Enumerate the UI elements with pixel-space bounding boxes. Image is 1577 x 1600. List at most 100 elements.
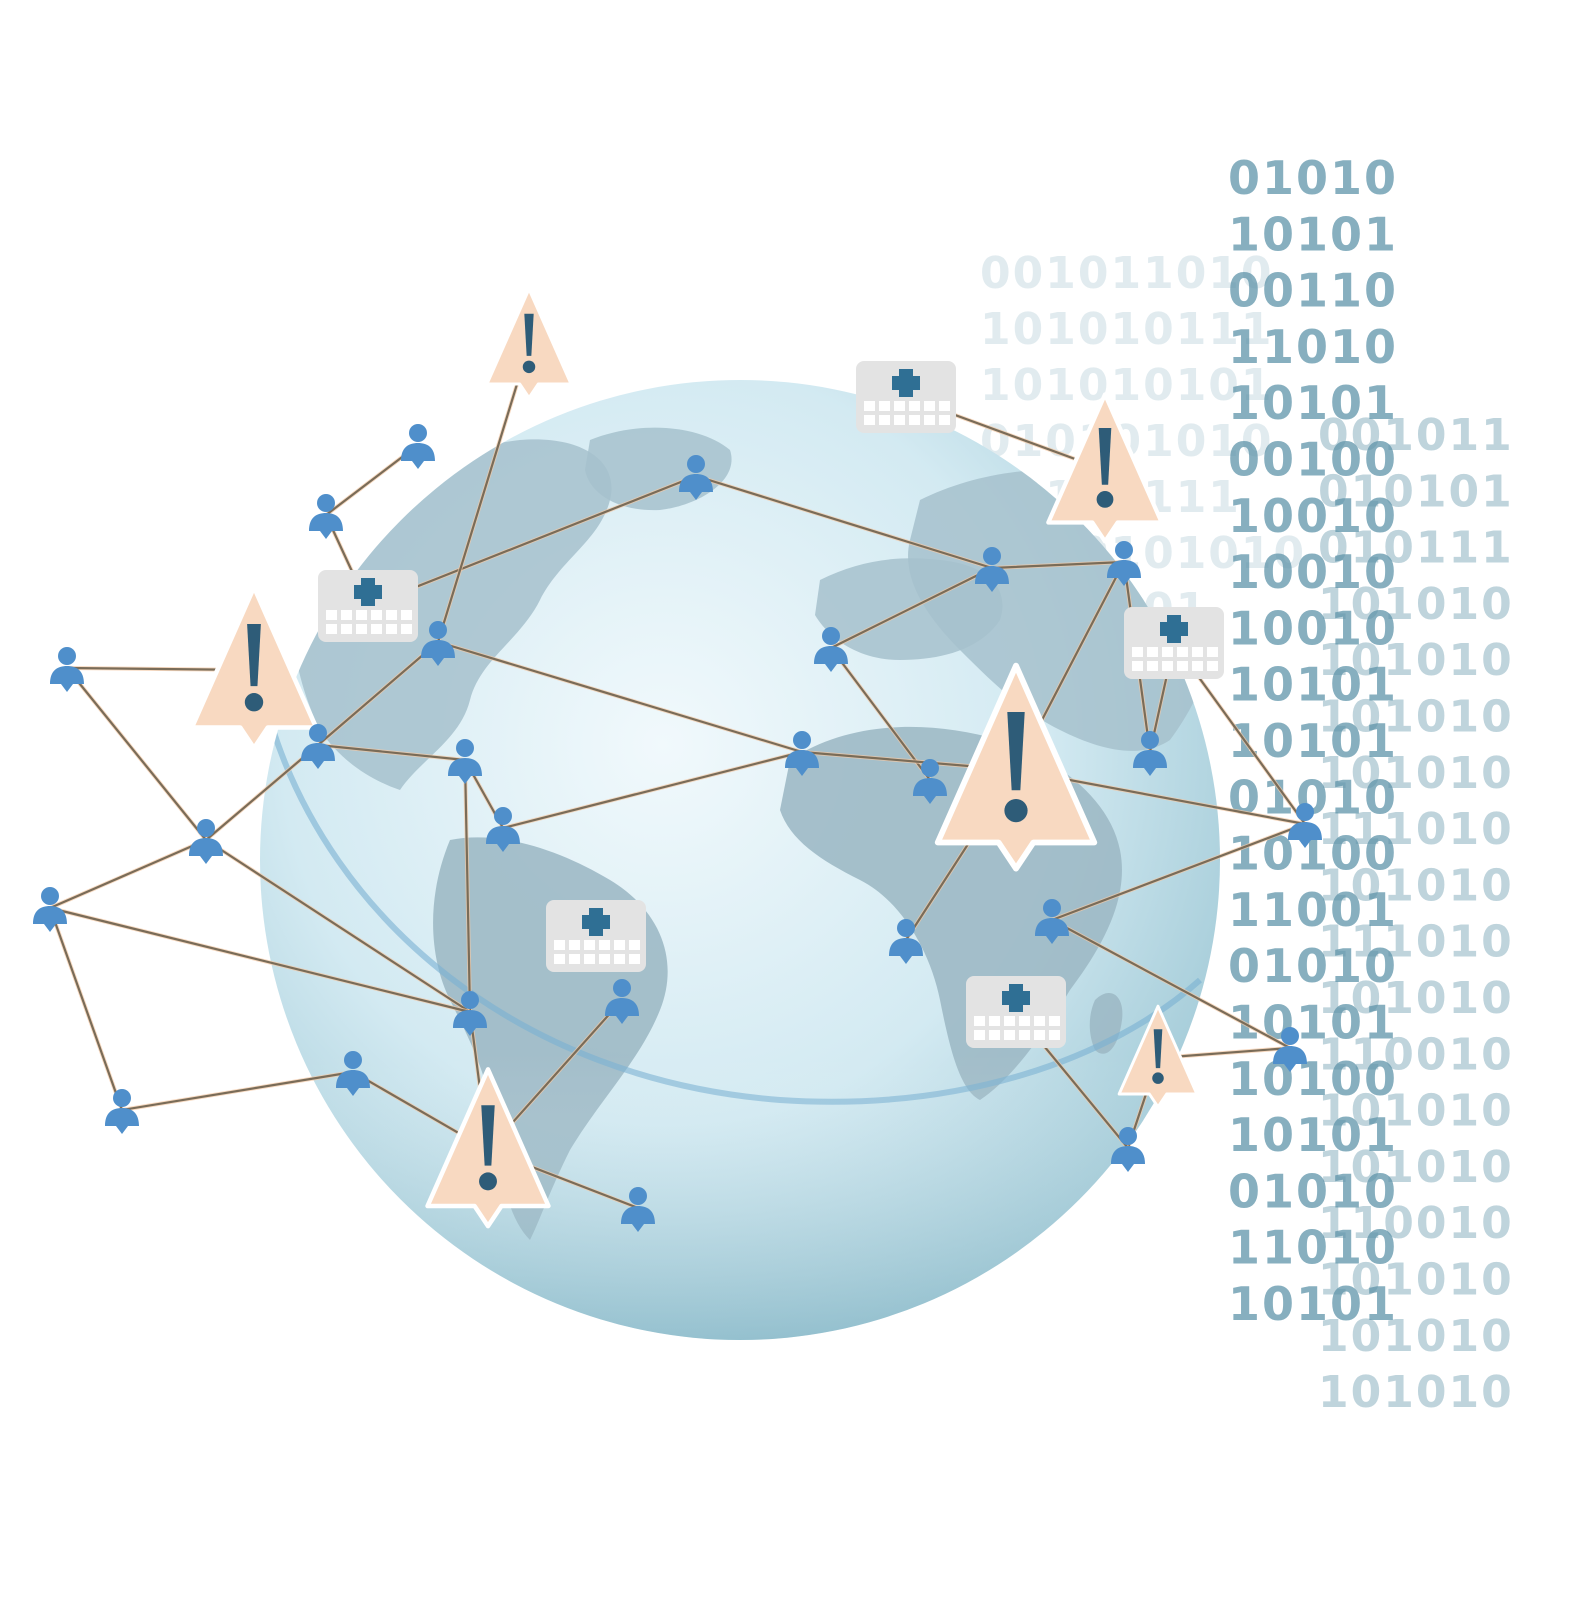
person-icon [1133,731,1167,776]
alert-triangle-icon [485,287,573,400]
person-icon [421,621,455,666]
binary-row: 101010101 [980,360,1274,411]
person-icon [105,1089,139,1134]
alert-triangle-icon [1046,392,1164,544]
person-icon [679,455,713,500]
binary-row: 01010 [1228,1164,1398,1218]
network-link [366,474,698,608]
person-icon [453,991,487,1036]
binary-row: 101010 [1318,1142,1514,1193]
person-icon [448,739,482,784]
network-link [1050,822,1307,922]
binary-row: 10100 [1228,1052,1398,1106]
person-icon [605,979,639,1024]
binary-row: 10010 [1228,489,1398,543]
network-link [48,906,472,1014]
binary-row: 101010 [1318,1311,1514,1362]
binary-row: 101010 [1318,748,1514,799]
person-icon [913,759,947,804]
binary-row: 11010 [1228,320,1398,374]
person-icon [1111,1127,1145,1172]
binary-row: 10101 [1228,996,1398,1050]
network-link [204,743,320,842]
network-link [316,743,467,762]
person-icon [336,1051,370,1096]
person-icon [33,887,67,932]
network-link [501,750,804,830]
binary-row: 101010 [1318,635,1514,686]
binary-row: 00100 [1228,433,1398,487]
hospital-nodes [318,361,1224,1048]
hospital-icon [966,976,1066,1048]
hospital-icon [856,361,956,433]
network-link [990,560,1126,570]
binary-row: 01010 [1228,151,1398,205]
binary-row: 101010 [1318,860,1514,911]
binary-row: 110010 [1318,1029,1514,1080]
network-link [48,838,208,910]
binary-row: 10010 [1228,601,1398,655]
network-link [204,838,472,1014]
binary-row: 10101 [1228,376,1398,430]
binary-row: 101010111 [980,304,1274,355]
binary-row: 00110 [1228,264,1398,318]
binary-row: 101010 [1318,1086,1514,1137]
hospital-icon [1124,607,1224,679]
network-link [65,666,208,842]
binary-row: 10101 [1228,1108,1398,1162]
binary-row: 11001 [1228,883,1398,937]
person-icon [50,647,84,692]
network-link [694,474,994,570]
binary-row: 010101 [1318,466,1514,517]
hospital-icon [318,570,418,642]
binary-row: 111010 [1318,917,1514,968]
binary-row: 001011 [1318,410,1514,461]
binary-row: 11010 [1228,1221,1398,1275]
binary-row: 111010 [1318,804,1514,855]
binary-row: 10101 [1228,207,1398,261]
binary-code-column-front: 0101010101001101101010101001001001010010… [1228,151,1398,1331]
binary-row: 101010 [1318,579,1514,630]
binary-row: 001011010 [980,248,1274,299]
person-icon [1035,899,1069,944]
person-icon [309,494,343,539]
alert-triangle-icon [934,662,1098,872]
alert-triangle-icon [1117,1004,1199,1109]
person-icon [486,807,520,852]
hospital-icon [546,900,646,972]
person-icon [889,919,923,964]
person-nodes [33,424,1322,1232]
network-link [436,343,531,644]
binary-row: 10101 [1228,658,1398,712]
person-icon [1288,803,1322,848]
person-icon [621,1187,655,1232]
binary-row: 10010 [1228,545,1398,599]
network-link [48,906,124,1112]
network-link [120,1070,355,1112]
binary-row: 101010 [1318,692,1514,743]
person-icon [814,627,848,672]
binary-row: 10101 [1228,714,1398,768]
person-icon [301,724,335,769]
binary-row: 010111 [1318,523,1514,574]
network-link [1050,918,1292,1050]
binary-row: 110010 [1318,1198,1514,1249]
alert-triangle-icon [425,1067,551,1229]
network-link [436,640,804,754]
person-icon [785,731,819,776]
person-icon [401,424,435,469]
network-link [829,646,932,782]
person-icon [1273,1027,1307,1072]
binary-row: 101010 [1318,1255,1514,1306]
binary-row: 01010 [1228,939,1398,993]
network-link [829,566,994,650]
person-icon [975,547,1009,592]
binary-row: 101010 [1318,1367,1514,1418]
binary-row: 101010 [1318,973,1514,1024]
binary-code-column-middle: 0010110101010101111010101010101010101010… [1318,410,1514,1418]
network-link [463,758,472,1014]
network-link [316,640,440,747]
person-icon [189,819,223,864]
binary-row: 10101 [1228,1277,1398,1331]
